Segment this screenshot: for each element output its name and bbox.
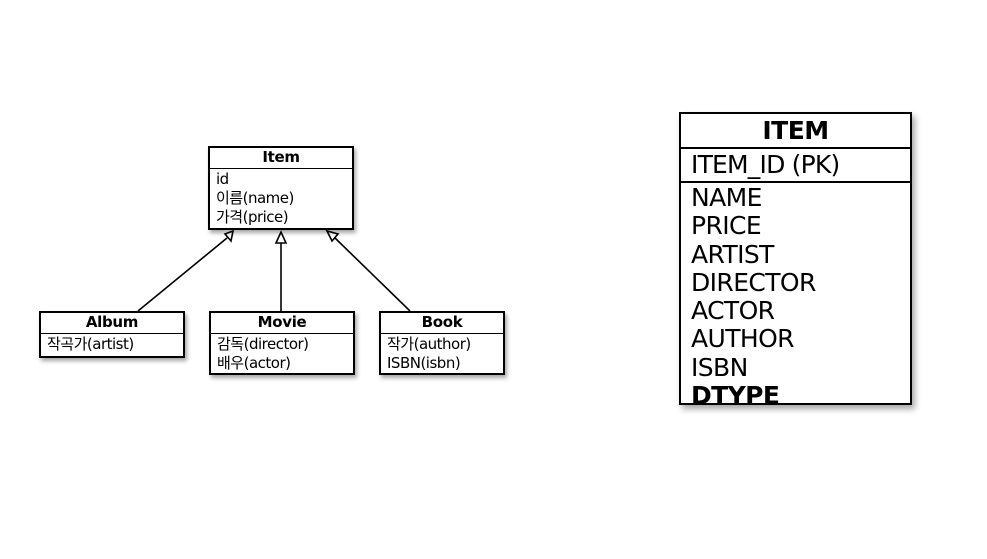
item-table-columns: NAME PRICE ARTIST DIRECTOR ACTOR AUTHOR … [681, 183, 910, 410]
item-table-title: ITEM [681, 114, 910, 149]
movie-class-title: Movie [211, 313, 353, 334]
book-class-attributes: 작가(author) ISBN(isbn) [381, 334, 503, 373]
item-attr-id: id [216, 170, 229, 188]
album-attr-artist: 작곡가(artist) [47, 335, 134, 353]
item-table-primary-key: ITEM_ID (PK) [681, 149, 910, 183]
book-class-title: Book [381, 313, 503, 334]
table-column-isbn: ISBN [691, 352, 748, 382]
album-class-attributes: 작곡가(artist) [41, 334, 183, 354]
book-attr-isbn: ISBN(isbn) [387, 354, 461, 372]
item-attr-name: 이름(name) [216, 189, 294, 207]
table-column-actor: ACTOR [691, 296, 775, 326]
album-class-box: Album 작곡가(artist) [39, 311, 185, 358]
item-table-box: ITEM ITEM_ID (PK) NAME PRICE ARTIST DIRE… [679, 112, 912, 410]
table-column-artist: ARTIST [691, 239, 774, 269]
table-column-director: DIRECTOR [691, 267, 816, 297]
item-attr-price: 가격(price) [216, 208, 289, 226]
movie-inheritance-arrowhead [274, 230, 288, 244]
book-inheritance-line [334, 237, 411, 312]
movie-class-box: Movie 감독(director) 배우(actor) [209, 311, 355, 375]
album-inheritance-line [137, 237, 228, 312]
book-inheritance-arrowhead [325, 229, 340, 243]
item-class-attributes: id 이름(name) 가격(price) [210, 169, 352, 227]
book-attr-author: 작가(author) [387, 335, 471, 353]
table-column-price: PRICE [691, 211, 762, 241]
movie-attr-director: 감독(director) [217, 335, 309, 353]
book-class-box: Book 작가(author) ISBN(isbn) [379, 311, 505, 375]
movie-class-attributes: 감독(director) 배우(actor) [211, 334, 353, 373]
album-inheritance-arrowhead [223, 229, 235, 243]
item-class-title: Item [210, 148, 352, 169]
table-column-dtype: DTYPE [691, 381, 780, 411]
table-column-author: AUTHOR [691, 324, 795, 354]
album-class-title: Album [41, 313, 183, 334]
item-class-box: Item id 이름(name) 가격(price) [208, 146, 354, 230]
table-column-name: NAME [691, 183, 762, 212]
movie-attr-actor: 배우(actor) [217, 354, 291, 372]
